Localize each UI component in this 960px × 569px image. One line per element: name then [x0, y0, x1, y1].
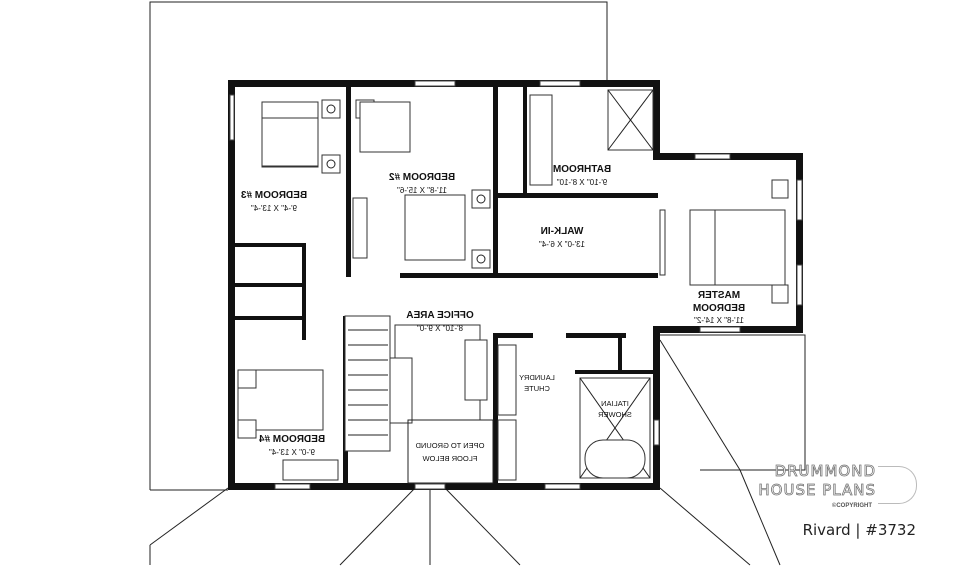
- room-size: 8'-10" X 9'-0": [417, 324, 463, 333]
- brand-logo: DRUMMOND HOUSE PLANS ©COPYRIGHT: [740, 462, 920, 511]
- roof-outline: [149, 1, 806, 566]
- room-labels: BEDROOM #3 9'-4" X 13'-4" BEDROOM #2 11'-8…: [241, 164, 746, 463]
- room-size: 13'-0" X 6'-4": [539, 240, 585, 249]
- room-size: 11'-8" X 15'-6": [397, 186, 447, 195]
- room-size: 9'-4" X 13'-4": [251, 204, 297, 213]
- copyright: ©COPYRIGHT: [831, 503, 872, 509]
- laundry-chute-label-2: CHUTE: [524, 384, 550, 393]
- room-name: OFFICE AREA: [406, 310, 473, 321]
- room-name: MASTER: [697, 290, 740, 301]
- shower-label: ITALIAN: [601, 399, 629, 408]
- shower-label-2: SHOWER: [598, 410, 632, 419]
- windows: [229, 80, 803, 490]
- room-name: BEDROOM #2: [389, 172, 456, 183]
- room-name: BATHROOM: [553, 164, 611, 175]
- room-size: 11'-8" X 14'-2": [694, 316, 744, 325]
- open-below-label: OPEN TO GROUND: [415, 441, 484, 450]
- brand-line2: HOUSE PLANS: [758, 481, 876, 500]
- brand-line1: DRUMMOND: [774, 462, 876, 481]
- plan-title: Rivard | #3732: [802, 521, 916, 539]
- room-size: 9'-0" X 13'-4": [269, 448, 315, 457]
- room-size: 9'-10" X 8'-10": [557, 178, 608, 187]
- laundry-chute-label: LAUNDRY: [519, 373, 555, 382]
- open-below-label-2: FLOOR BELOW: [422, 454, 478, 463]
- room-name: BEDROOM #3: [241, 190, 308, 201]
- furniture: [237, 89, 789, 484]
- room-name: WALK-IN: [541, 226, 584, 237]
- logo-mark-icon: [878, 466, 917, 504]
- room-name: BEDROOM #4: [259, 434, 326, 445]
- room-name-line2: BEDROOM: [693, 303, 745, 314]
